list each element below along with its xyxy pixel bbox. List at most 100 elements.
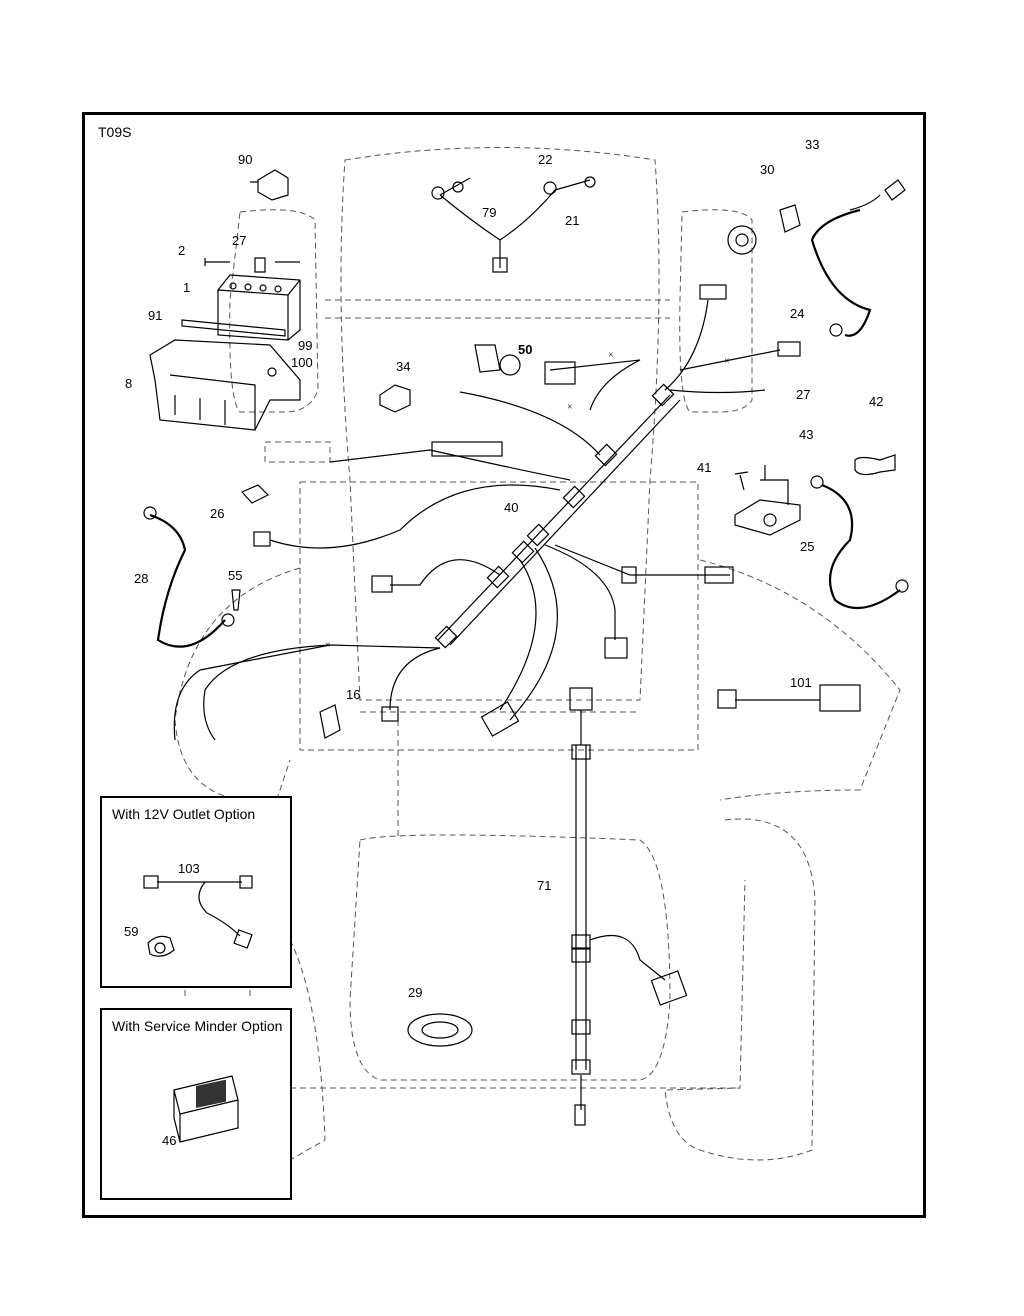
branch-left-long xyxy=(329,449,571,481)
ignition-switch xyxy=(727,225,757,255)
connector-top-71 xyxy=(569,687,593,711)
harness-clip xyxy=(526,523,550,547)
bulb xyxy=(543,181,557,195)
harness-clip xyxy=(434,625,458,649)
connector-103-right xyxy=(239,875,253,889)
callout-25: 25 xyxy=(800,539,815,554)
connector-103-bottom xyxy=(233,929,253,949)
callout-27a: 27 xyxy=(232,233,247,248)
service-option-box: With Service Minder Option 46 xyxy=(100,1008,292,1200)
service-option-title: With Service Minder Option xyxy=(112,1018,283,1034)
callout-16: 16 xyxy=(346,687,361,702)
service-option-parts xyxy=(173,1075,239,1143)
cable-24-end xyxy=(829,323,843,337)
headlight-plug xyxy=(492,257,508,273)
main-harness: × × × × xyxy=(173,284,801,741)
cable-25 xyxy=(821,483,901,610)
branch-left-ground xyxy=(173,644,441,741)
connector-103-left xyxy=(143,875,159,889)
battery-tray xyxy=(149,339,301,431)
hood-outline xyxy=(340,147,660,701)
outlet-59 xyxy=(147,935,175,957)
callout-30: 30 xyxy=(760,162,775,177)
clip xyxy=(571,744,591,760)
callout-21: 21 xyxy=(565,213,580,228)
connector-bracket xyxy=(264,441,331,463)
connector-top xyxy=(699,284,727,300)
branch-left-ground2 xyxy=(203,644,331,741)
splice-x: × xyxy=(567,402,573,413)
tractor-outline xyxy=(174,147,901,1161)
connector-far-right2 xyxy=(704,566,734,584)
cables xyxy=(143,208,909,648)
callout-91: 91 xyxy=(148,308,163,323)
branch-loop xyxy=(390,559,501,586)
part-50 xyxy=(474,344,501,373)
connector-16 xyxy=(381,706,399,722)
connector-right xyxy=(777,341,801,357)
branch-down-mid xyxy=(499,559,537,711)
outlet-option-box: With 12V Outlet Option 103 59 xyxy=(100,796,292,988)
cable-25-end xyxy=(895,579,909,593)
part-101-left xyxy=(717,689,737,709)
battery xyxy=(217,274,301,341)
bolt-41 xyxy=(734,471,749,491)
branch-right xyxy=(679,349,781,371)
branch-to-top xyxy=(664,299,709,391)
branch-relay xyxy=(549,359,641,411)
bulb xyxy=(431,186,445,200)
branch-down-left xyxy=(389,647,441,711)
callout-34: 34 xyxy=(396,359,411,374)
harness-clip xyxy=(594,443,618,467)
frame-outline xyxy=(299,481,699,751)
callout-2: 2 xyxy=(178,243,186,258)
screw-55 xyxy=(231,589,241,611)
branch-to-switch xyxy=(459,391,601,456)
callout-55: 55 xyxy=(228,568,243,583)
callout-22: 22 xyxy=(538,152,553,167)
connector-mid xyxy=(480,701,520,737)
switch-34 xyxy=(379,384,411,413)
callout-43: 43 xyxy=(799,427,814,442)
callout-29: 29 xyxy=(408,985,423,1000)
callout-50: 50 xyxy=(518,342,533,357)
harness-clip xyxy=(486,565,510,589)
harness-clip xyxy=(651,383,675,407)
parts xyxy=(149,169,906,1047)
right-panel-outline xyxy=(679,209,753,413)
clip xyxy=(571,1059,591,1075)
fuse-holder xyxy=(253,531,271,547)
branch-right-low xyxy=(669,389,766,394)
fuse-26 xyxy=(240,484,270,504)
cable-25-end xyxy=(810,475,824,489)
left-fender-outline xyxy=(174,567,301,821)
clip xyxy=(571,1019,591,1035)
callout-99: 99 xyxy=(298,338,313,353)
cable-28-end xyxy=(221,613,235,627)
part-90-plug xyxy=(250,169,289,201)
harness-clip xyxy=(511,540,535,564)
bolt-2 xyxy=(204,258,230,266)
callout-71: 71 xyxy=(537,878,552,893)
rear-right-outline xyxy=(664,818,816,1161)
branch-fuse xyxy=(269,484,561,549)
rear-left-outline xyxy=(289,939,326,1161)
cable-24 xyxy=(810,208,872,337)
connector-loop xyxy=(371,575,393,593)
cable-28 xyxy=(149,513,226,648)
harness-71-trunk xyxy=(575,745,587,1070)
hood-crossbar xyxy=(325,299,670,319)
battery-area-outline xyxy=(229,209,319,413)
relay-block xyxy=(544,361,576,385)
inline-connector xyxy=(431,441,503,457)
callout-59: 59 xyxy=(124,924,139,939)
clip xyxy=(571,934,591,950)
part-27-post xyxy=(254,257,300,273)
callout-1: 1 xyxy=(183,280,191,295)
connector-71-bottom xyxy=(574,1104,586,1126)
cable-28-end xyxy=(143,506,157,520)
branch-down-mid2 xyxy=(509,547,558,721)
callout-33: 33 xyxy=(805,137,820,152)
solenoid xyxy=(734,465,801,536)
callout-40: 40 xyxy=(504,500,519,515)
